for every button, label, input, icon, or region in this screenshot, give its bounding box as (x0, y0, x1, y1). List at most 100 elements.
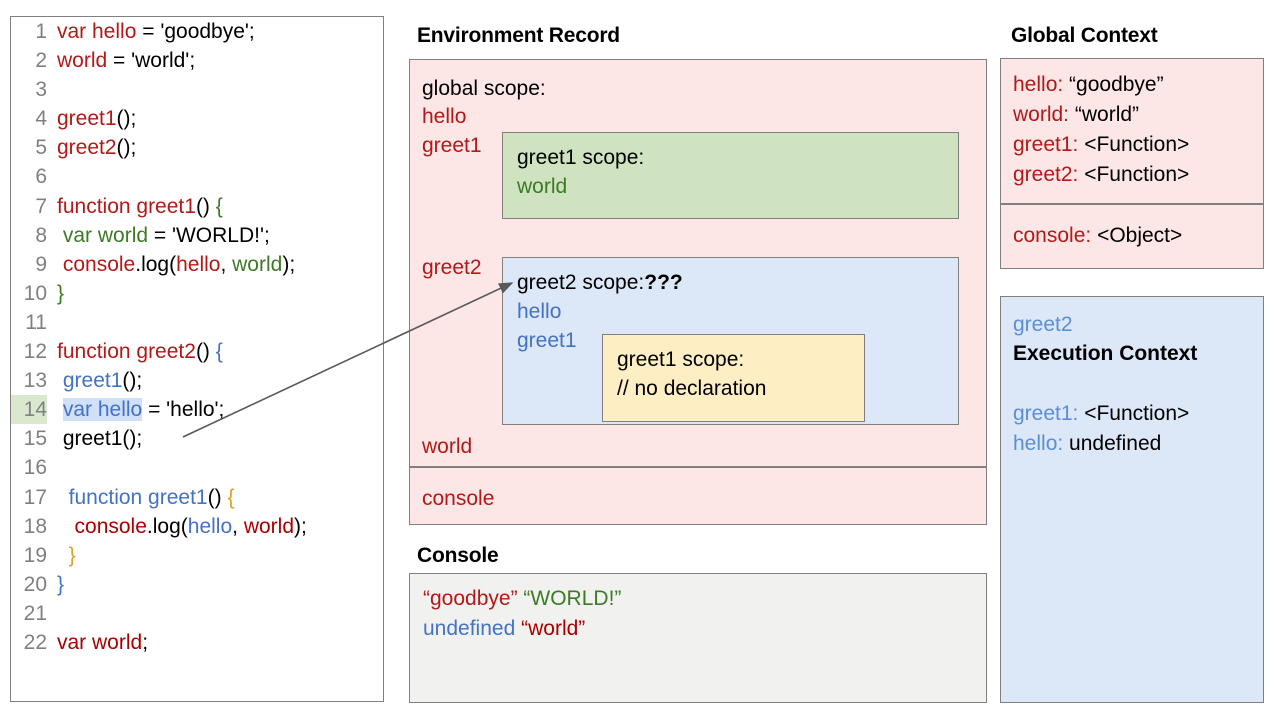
line-number: 3 (35, 78, 47, 102)
code-line[interactable]: 10} (11, 279, 383, 308)
code-token: (); (116, 136, 137, 160)
global-context-title: Global Context (1011, 24, 1158, 47)
code-line-content: function greet2() { (47, 337, 223, 366)
code-token: function greet1 (68, 485, 208, 509)
execution-context-binding-greet1-value: <Function> (1084, 402, 1190, 425)
code-token: var hello (62, 398, 143, 422)
code-token: { (227, 485, 235, 509)
code-token: () (207, 485, 228, 509)
code-line[interactable]: 16 (11, 453, 383, 482)
global-binding-greet2-value: <Function> (1084, 163, 1190, 186)
execution-context-binding-greet1-key: greet1: (1013, 402, 1085, 425)
code-token: var world (62, 223, 149, 247)
code-token: hello (176, 252, 221, 276)
code-token: world (243, 514, 294, 538)
code-line-content: var world; (47, 628, 148, 657)
code-token: = 'hello'; (142, 398, 225, 422)
code-token: greet2 (57, 136, 117, 160)
code-line-content: function greet1() { (47, 192, 223, 221)
code-line-content: greet1(); (47, 424, 142, 453)
code-token: console (62, 252, 136, 276)
code-line-content: var hello = 'hello'; (47, 395, 224, 424)
code-token: hello (187, 514, 233, 538)
line-number: 1 (35, 20, 47, 43)
env-var-world: world (422, 435, 473, 458)
console-line: “goodbye” “WORLD!” (423, 587, 621, 611)
code-token: ; (142, 630, 149, 654)
code-token: console (74, 514, 147, 538)
execution-context-binding-hello-key: hello: (1013, 432, 1070, 455)
line-number: 18 (23, 514, 47, 538)
code-line[interactable]: 17 function greet1() { (11, 483, 383, 512)
code-token: ); (282, 252, 296, 276)
code-token: ); (294, 514, 307, 538)
code-token: greet1 (62, 369, 123, 393)
code-line[interactable]: 18 console.log(hello, world); (11, 512, 383, 541)
line-number: 11 (25, 310, 47, 334)
code-line-content: world = 'world'; (47, 46, 195, 75)
code-token: .log( (135, 252, 177, 276)
global-binding-world-value: “world” (1074, 103, 1140, 126)
code-line-content: var hello = 'goodbye'; (47, 17, 255, 46)
line-number: 21 (23, 601, 47, 625)
code-line[interactable]: 13 greet1(); (11, 366, 383, 395)
code-line-content: function greet1() { (47, 483, 235, 512)
code-line-content: var world = 'WORLD!'; (47, 221, 270, 250)
console-token: “WORLD!” (523, 587, 622, 610)
line-number: 12 (23, 340, 47, 364)
code-token: greet1 (57, 107, 117, 131)
console-title: Console (417, 544, 499, 567)
code-token: var hello (57, 20, 137, 43)
code-token (57, 544, 69, 567)
global-binding-console: console: <Object> (1013, 224, 1182, 248)
line-number: 19 (23, 543, 47, 567)
code-line[interactable]: 15 greet1(); (11, 424, 383, 453)
code-line-content: } (47, 279, 64, 308)
environment-record-box: global scope: hello greet1 greet2 world … (409, 59, 987, 525)
greet1-inner-scope-heading: greet1 scope: (617, 348, 745, 371)
code-line-content: } (47, 570, 64, 599)
code-token: } (57, 281, 65, 305)
line-number: 2 (35, 49, 47, 73)
global-binding-greet2: greet2: <Function> (1013, 163, 1189, 187)
line-number: 17 (23, 485, 47, 509)
code-line[interactable]: 8 var world = 'WORLD!'; (11, 221, 383, 250)
code-token: = 'WORLD!'; (148, 223, 270, 247)
greet2-scope-heading: greet2 scope:??? (517, 271, 683, 295)
code-token: world (232, 252, 283, 276)
global-binding-greet1-value: <Function> (1084, 133, 1190, 156)
greet1-inner-scope-note: // no declaration (617, 377, 767, 400)
greet1-scope-heading: greet1 scope: (517, 146, 645, 169)
code-line[interactable]: 11 (11, 308, 383, 337)
code-token: .log( (146, 514, 188, 538)
code-line[interactable]: 19 } (11, 541, 383, 570)
line-number: 13 (23, 369, 47, 393)
execution-context-binding-hello: hello: undefined (1013, 432, 1161, 456)
code-line[interactable]: 9 console.log(hello, world); (11, 250, 383, 279)
global-binding-world-key: world: (1013, 103, 1075, 126)
greet2-scope-heading-text: greet2 scope: (517, 271, 645, 294)
console-output-box[interactable]: “goodbye” “WORLD!”undefined “world” (409, 573, 987, 703)
greet2-scope-var-hello: hello (517, 300, 562, 323)
code-line[interactable]: 21 (11, 599, 383, 628)
code-token: () (195, 340, 216, 364)
code-token (57, 398, 63, 421)
code-line[interactable]: 3 (11, 75, 383, 104)
code-line[interactable]: 14 var hello = 'hello'; (11, 395, 383, 425)
code-line[interactable]: 20} (11, 570, 383, 599)
execution-context-name: greet2 (1013, 313, 1073, 336)
code-line[interactable]: 6 (11, 162, 383, 191)
code-token: } (57, 572, 65, 596)
code-line-content: console.log(hello, world); (47, 512, 307, 541)
line-number: 14 (11, 395, 47, 425)
global-binding-greet2-key: greet2: (1013, 163, 1085, 186)
execution-context-binding-hello-value: undefined (1069, 432, 1162, 455)
